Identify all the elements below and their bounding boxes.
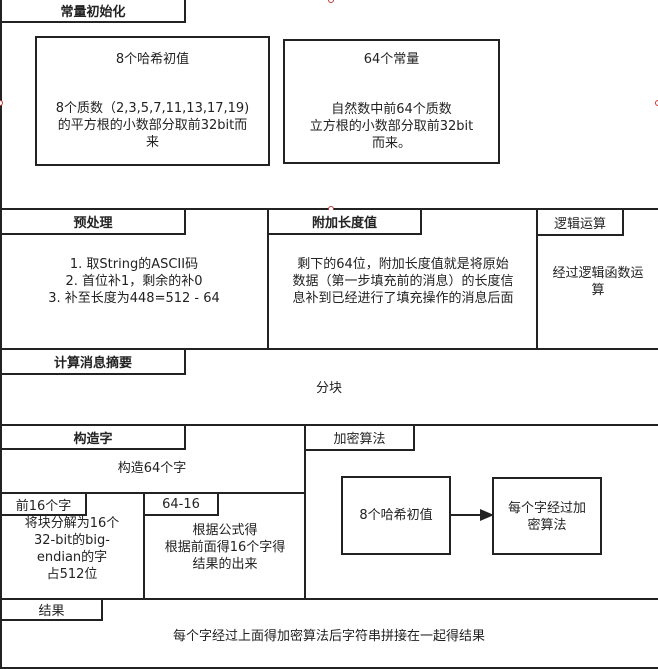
hash-initial-values-title: 8个哈希初值 [115, 52, 190, 67]
column-divider [267, 208, 269, 350]
connector-dot [0, 100, 3, 106]
encrypt-algorithm-tab: 加密算法 [304, 426, 415, 451]
result-body: 每个字经过上面得加密算法后字符串拼接在一起得结果 [172, 629, 485, 644]
section-divider [0, 424, 658, 426]
encrypt-hash-initial-box [341, 476, 451, 555]
flow-arrow [451, 509, 494, 521]
logic-operation-tab: 逻辑运算 [536, 210, 624, 236]
hash-initial-values-body: 8个质数（2,3,5,7,11,13,17,19) 的平方根的小数部分取前32b… [55, 101, 250, 150]
connector-dot [328, 0, 334, 3]
first-sixteen-words-body: 将块分解为16个 32-bit的big- endian的字 占512位 [24, 516, 120, 582]
chunking-label: 分块 [315, 381, 342, 396]
flow-arrow-head [480, 509, 494, 521]
encrypt-words-label: 每个字经过加 密算法 [507, 501, 586, 533]
column-divider [304, 424, 306, 600]
column-divider [143, 492, 145, 600]
first-sixteen-words-tab: 前16个字 [0, 494, 87, 516]
sub-divider [0, 492, 305, 494]
encrypt-hash-initial-label: 8个哈希初值 [359, 508, 433, 523]
sixty-four-constants-box [283, 39, 500, 164]
sixty-four-constants-title: 64个常量 [363, 52, 420, 67]
connector-dot [655, 100, 658, 106]
append-length-body: 剩下的64位，附加长度值就是将原始 数据（第一步填充前的消息）的长度信 息补到已… [292, 257, 514, 306]
frame-left-border [0, 0, 2, 669]
section-divider [0, 348, 658, 350]
column-divider [536, 208, 538, 350]
compute-digest-tab: 计算消息摘要 [0, 350, 186, 375]
preprocess-tab: 预处理 [0, 210, 186, 235]
encrypt-words-box [492, 477, 602, 555]
append-length-tab: 附加长度值 [267, 210, 422, 235]
constants-tab: 常量初始化 [0, 0, 186, 23]
remaining-words-body: 根据公式得 根据前面得16个字得 结果的出来 [164, 523, 286, 572]
frame-bottom-border [0, 667, 658, 669]
construct-words-tab: 构造字 [0, 426, 186, 450]
section-divider [0, 598, 658, 600]
construct-words-body: 构造64个字 [117, 461, 187, 476]
sixty-four-constants-body: 自然数中前64个质数 立方根的小数部分取前32bit 而来。 [309, 102, 474, 151]
result-tab: 结果 [0, 600, 103, 621]
logic-operation-body: 经过逻辑函数运 算 [552, 266, 644, 298]
preprocess-body: 1. 取String的ASCII码 2. 首位补1，剩余的补0 3. 补至长度为… [48, 257, 220, 306]
hash-initial-values-box [35, 36, 270, 166]
remaining-words-tab: 64-16 [143, 494, 219, 516]
